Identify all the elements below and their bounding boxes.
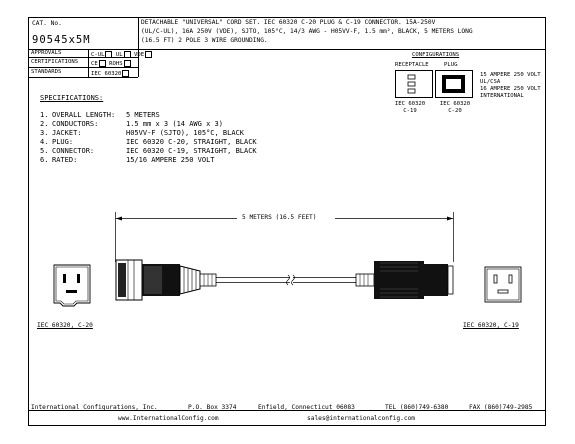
receptacle-code: IEC 60320: [394, 101, 426, 107]
c19-caption: IEC 60320, C-19: [463, 322, 519, 329]
cord-cable: [216, 274, 358, 286]
configuration-icons: [395, 70, 473, 98]
approvals-list: C-UL UL VDE: [91, 51, 153, 59]
description-line-1: DETACHABLE "UNIVERSAL" CORD SET. IEC 603…: [141, 19, 436, 26]
c20-plug-body: [115, 259, 217, 301]
c20-caption: IEC 60320, C-20: [37, 322, 93, 329]
check-icon: [98, 60, 106, 67]
plug-c20-icon: [442, 75, 465, 93]
cat-number: 90545x5M: [32, 34, 91, 46]
cat-label: CAT. No.: [32, 20, 62, 27]
footer-fax: FAX (860)749-2985: [469, 404, 533, 411]
rating-line-1: 15 AMPERE 250 VOLT: [480, 72, 541, 78]
approvals-label: APPROVALS: [31, 50, 62, 56]
footer-po-box: P.O. Box 3374: [188, 404, 237, 411]
footer-email-link[interactable]: sales@internationalconfig.com: [307, 415, 416, 422]
description-line-3: (16.5 FT) 2 POLE 3 WIRE GROUNDING.: [141, 37, 268, 44]
check-icon: [123, 51, 131, 58]
check-icon: [123, 60, 131, 67]
check-icon: [122, 70, 130, 77]
plug-code: IEC 60320: [439, 101, 471, 107]
c20-plug-face-icon: [53, 264, 91, 307]
certifications-label: CERTIFICATIONS: [31, 59, 79, 65]
rating-line-3: 16 AMPERE 250 VOLT: [480, 86, 541, 92]
footer-company: International Configurations, Inc.: [31, 404, 158, 411]
footer-city: Enfield, Connecticut 06083: [258, 404, 355, 411]
c19-connector-face-icon: [484, 266, 522, 303]
standards-label: STANDARDS: [31, 69, 62, 75]
length-dimension-label: 5 METERS (16.5 FEET): [240, 214, 319, 222]
plug-label: PLUG: [444, 62, 458, 68]
c19-connector-body: [355, 261, 454, 299]
check-icon: [105, 51, 113, 58]
plug-type: C-20: [448, 108, 462, 114]
dimension-line: [115, 212, 454, 262]
description-line-2: (UL/C-UL), 16A 250V (VDE), SJTO, 105°C, …: [141, 28, 473, 35]
specifications-title: SPECIFICATIONS:: [40, 94, 104, 102]
check-icon: [145, 51, 153, 58]
rating-line-2: UL/CSA: [480, 79, 501, 85]
standards-list: IEC 60320: [91, 70, 130, 78]
receptacle-c19-icon: [407, 74, 416, 94]
footer-tel: TEL (860)749-6380: [385, 404, 449, 411]
receptacle-type: C-19: [403, 108, 417, 114]
certifications-list: CE ROHS: [91, 60, 131, 68]
rating-line-4: INTERNATIONAL: [480, 93, 524, 99]
receptacle-label: RECEPTACLE: [395, 62, 429, 68]
configurations-title: CONFIGURATIONS: [412, 52, 460, 58]
footer-web-link[interactable]: www.InternationalConfig.com: [118, 415, 219, 422]
